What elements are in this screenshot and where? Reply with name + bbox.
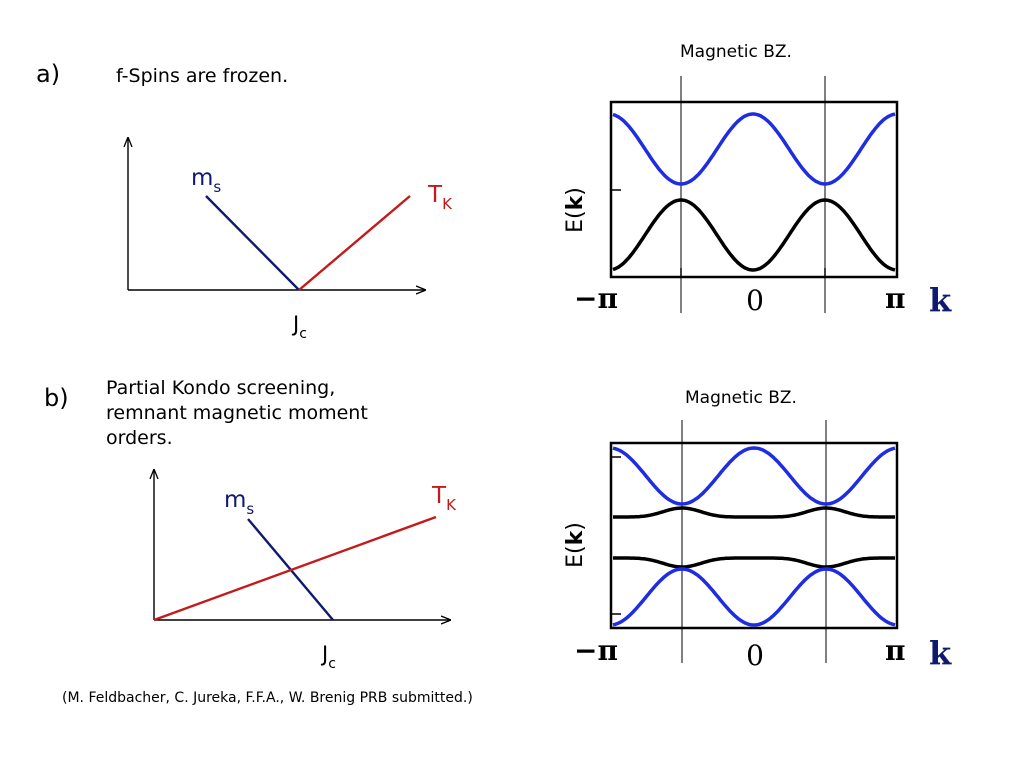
panel-a-caption: f-Spins are frozen.: [116, 65, 289, 87]
panel-a-ms-label: ms: [191, 165, 221, 196]
panel-a-y-axis-label: E(k): [563, 187, 588, 233]
panel-a-upper-band: [612, 112, 896, 186]
panel-a-tick-minus-pi: −π: [574, 282, 618, 315]
panel-b-upper-middle-band: [613, 506, 895, 519]
panel-b-tk-label: TK: [431, 483, 457, 514]
panel-a-bz-label: Magnetic BZ.: [680, 42, 792, 62]
citation: (M. Feldbacher, C. Jureka, F.F.A., W. Br…: [62, 690, 473, 706]
panel-a-k-label: k: [929, 281, 952, 319]
panel-b-jc-label: Jc: [320, 642, 336, 672]
panel-a-jc-label: Jc: [291, 312, 307, 342]
panel-a-sketch: ms TK Jc: [128, 138, 453, 342]
panel-b-caption-line-1: Partial Kondo screening,: [106, 377, 336, 399]
panel-a-ms-line: [205, 195, 300, 291]
panel-b-tick-pi: π: [885, 634, 906, 667]
panel-b-tick-minus-pi: −π: [574, 634, 618, 667]
panel-b-ms-label: ms: [224, 487, 254, 518]
panel-a-band-plot: E(k) −π 0 π k: [563, 76, 952, 319]
panel-a-plot-frame: [609, 100, 899, 279]
panel-b-bz-label: Magnetic BZ.: [685, 388, 797, 408]
panel-a-tk-label: TK: [427, 182, 453, 213]
panel-a-label: a): [36, 60, 61, 88]
panel-b-bottom-band: [612, 567, 896, 627]
panel-a-tk-line: [298, 195, 411, 291]
panel-b-sketch: ms TK Jc: [154, 470, 457, 672]
panel-b-lower-middle-band: [613, 556, 895, 569]
panel-b-tk-line: [153, 515, 437, 622]
panel-b-band-plot: E(k) −π 0 π k: [563, 420, 952, 672]
panel-b-caption-line-3: orders.: [106, 427, 173, 449]
panel-b-label: b): [44, 384, 69, 412]
panel-b-tick-zero: 0: [746, 639, 764, 672]
panel-a-tick-pi: π: [885, 282, 906, 315]
panel-b-k-label: k: [929, 634, 952, 672]
panel-b-caption-line-2: remnant magnetic moment: [106, 402, 368, 424]
panel-a-tick-zero: 0: [746, 284, 764, 317]
panel-a-lower-band: [612, 198, 896, 272]
panel-b-plot-frame: [609, 441, 899, 630]
panel-b-top-band: [612, 446, 896, 506]
panel-b-y-axis-label: E(k): [563, 522, 588, 568]
